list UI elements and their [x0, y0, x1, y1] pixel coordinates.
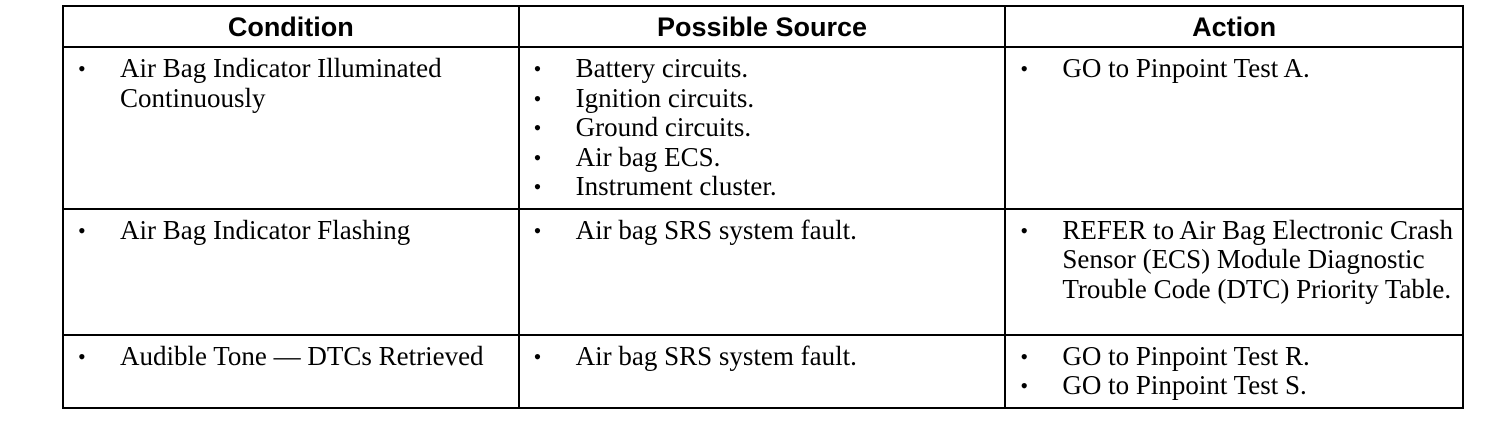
bullet-icon: • [533, 56, 542, 81]
condition-cell: • Audible Tone — DTCs Retrieved [62, 333, 520, 409]
list-item: • Ignition circuits. [520, 82, 1005, 114]
list-item: • Air bag SRS system fault. [520, 340, 1005, 372]
bullet-icon: • [533, 217, 542, 243]
bullet-icon: • [533, 115, 542, 140]
source-text: Ignition circuits. [575, 82, 755, 113]
header-action: Action [1004, 5, 1464, 48]
action-cell: • REFER to Air Bag Electronic Crash Senso… [1004, 207, 1464, 336]
bullet-icon: • [78, 217, 86, 243]
list-item: • Air Bag Indicator Illuminated Continuou… [64, 53, 518, 113]
list-item: • Air Bag Indicator Flashing [64, 214, 518, 246]
table-row: • Air Bag Indicator Illuminated Continuou… [62, 46, 1464, 210]
action-text: GO to Pinpoint Test S. [1062, 370, 1307, 400]
bullet-icon: • [533, 144, 542, 170]
bullet-icon: • [1020, 217, 1029, 243]
list-item: • Air bag SRS system fault. [520, 214, 1005, 246]
condition-cell: • Air Bag Indicator Illuminated Continuou… [62, 46, 520, 210]
condition-text: Air Bag Indicator Illuminated Continuous… [120, 53, 442, 113]
header-row: Condition Possible Source Action [62, 5, 1464, 48]
table-row: • Audible Tone — DTCs Retrieved • Air bag … [62, 333, 1464, 409]
source-text: Air bag SRS system fault. [575, 340, 857, 371]
bullet-icon: • [533, 85, 542, 111]
condition-cell: • Air Bag Indicator Flashing [62, 207, 520, 336]
table-row: • Air Bag Indicator Flashing • Air bag SRS… [62, 207, 1464, 336]
header-possible-source: Possible Source [517, 5, 1007, 48]
list-item: • Ground circuits. [520, 112, 1005, 143]
list-item: • GO to Pinpoint Test R. [1006, 340, 1462, 372]
condition-text: Audible Tone — DTCs Retrieved [120, 340, 484, 371]
bullet-icon: • [533, 174, 542, 199]
condition-text: Air Bag Indicator Flashing [120, 214, 411, 245]
action-text: GO to Pinpoint Test A. [1062, 53, 1310, 83]
action-cell: • GO to Pinpoint Test A. [1004, 46, 1464, 210]
list-item: • Instrument cluster. [520, 171, 1005, 202]
action-cell: • GO to Pinpoint Test R. • GO to Pinpoint … [1004, 333, 1464, 409]
list-item: • Battery circuits. [520, 53, 1005, 84]
source-text: Air bag SRS system fault. [575, 214, 857, 245]
bullet-icon: • [1020, 343, 1029, 369]
source-text: Ground circuits. [575, 112, 752, 142]
source-text: Instrument cluster. [575, 171, 777, 201]
bullet-icon: • [1020, 56, 1029, 81]
action-text: GO to Pinpoint Test R. [1062, 340, 1310, 371]
list-item: • REFER to Air Bag Electronic Crash Senso… [1006, 214, 1462, 305]
list-item: • GO to Pinpoint Test A. [1006, 53, 1462, 84]
diagnostic-table: Condition Possible Source Action • Air Ba… [62, 5, 1464, 409]
bullet-icon: • [78, 56, 86, 81]
bullet-icon: • [78, 343, 86, 369]
bullet-icon: • [533, 343, 542, 369]
bullet-icon: • [1020, 373, 1029, 398]
source-cell: • Air bag SRS system fault. [517, 207, 1007, 336]
source-text: Battery circuits. [575, 53, 749, 83]
source-cell: • Air bag SRS system fault. [517, 333, 1007, 409]
list-item: • Air bag ECS. [520, 141, 1005, 173]
list-item: • Audible Tone — DTCs Retrieved [64, 340, 518, 372]
source-cell: • Battery circuits. • Ignition circuits. •… [517, 46, 1007, 210]
action-text: REFER to Air Bag Electronic Crash Sensor… [1062, 214, 1454, 304]
source-text: Air bag ECS. [575, 141, 721, 172]
list-item: • GO to Pinpoint Test S. [1006, 370, 1462, 401]
header-condition: Condition [62, 5, 520, 48]
